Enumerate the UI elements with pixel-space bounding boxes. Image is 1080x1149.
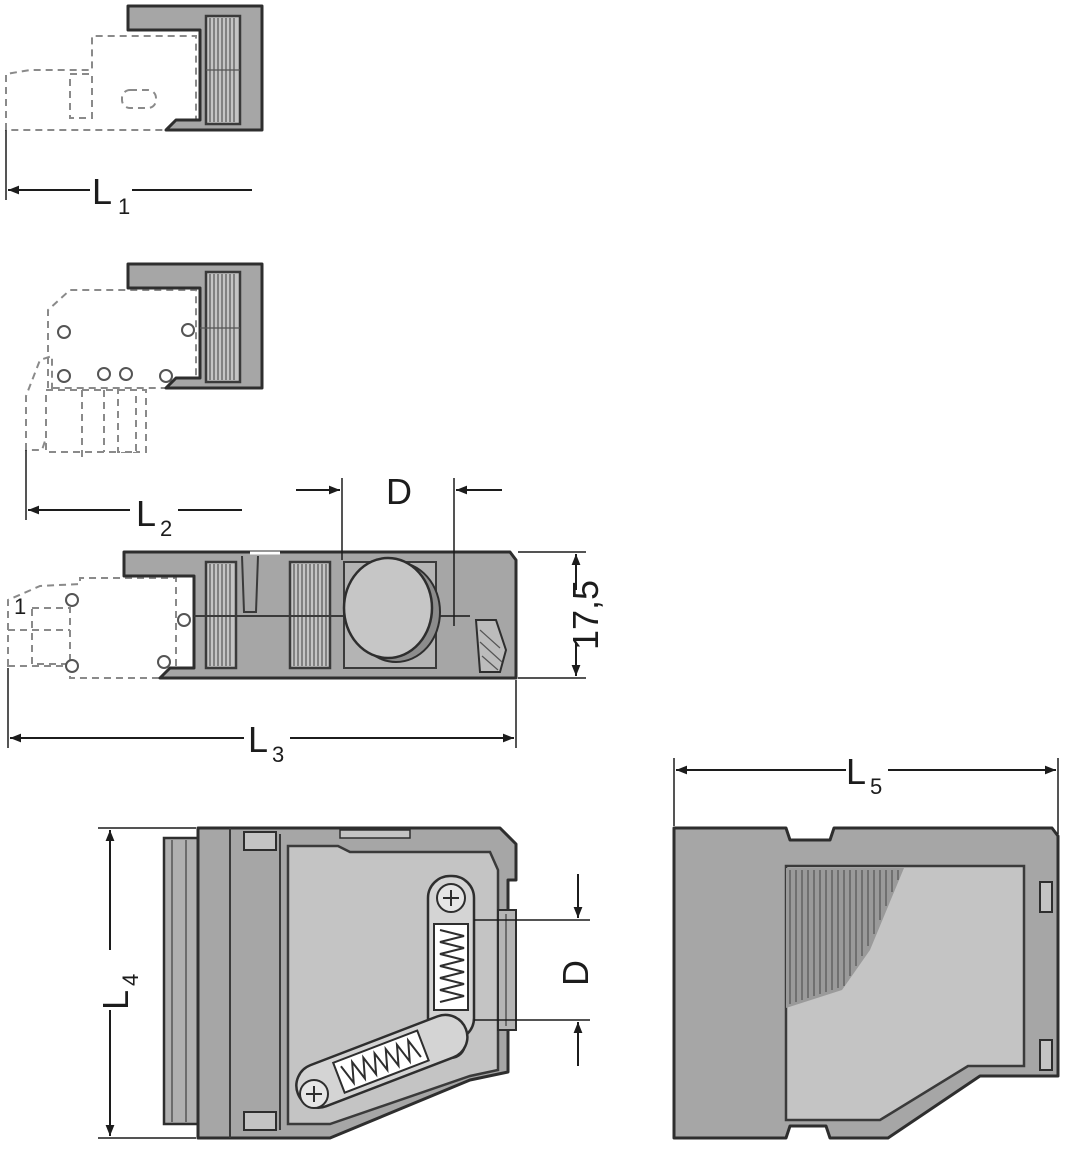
label-l3-sub: 3 <box>272 742 284 767</box>
label-l3: L <box>248 719 268 760</box>
view-l5: L 5 <box>672 751 1060 1140</box>
view-l3: 1 D <box>7 471 606 767</box>
label-l1: L <box>92 171 112 212</box>
view-l2: L 2 <box>25 262 264 541</box>
label-l4-sub: 4 <box>118 974 143 986</box>
label-l1-sub: 1 <box>118 194 130 219</box>
label-height: 17,5 <box>565 580 606 650</box>
label-l2-sub: 2 <box>160 516 172 541</box>
label-d-top: D <box>386 471 412 512</box>
label-l2: L <box>136 493 156 534</box>
label-l4: L <box>95 990 136 1010</box>
label-l5: L <box>846 751 866 792</box>
view-l1: L 1 <box>5 4 264 219</box>
small-mark: 1 <box>14 594 26 619</box>
label-l5-sub: 5 <box>870 774 882 799</box>
view-l4: D L 4 <box>95 826 596 1140</box>
label-d-side: D <box>555 960 596 986</box>
